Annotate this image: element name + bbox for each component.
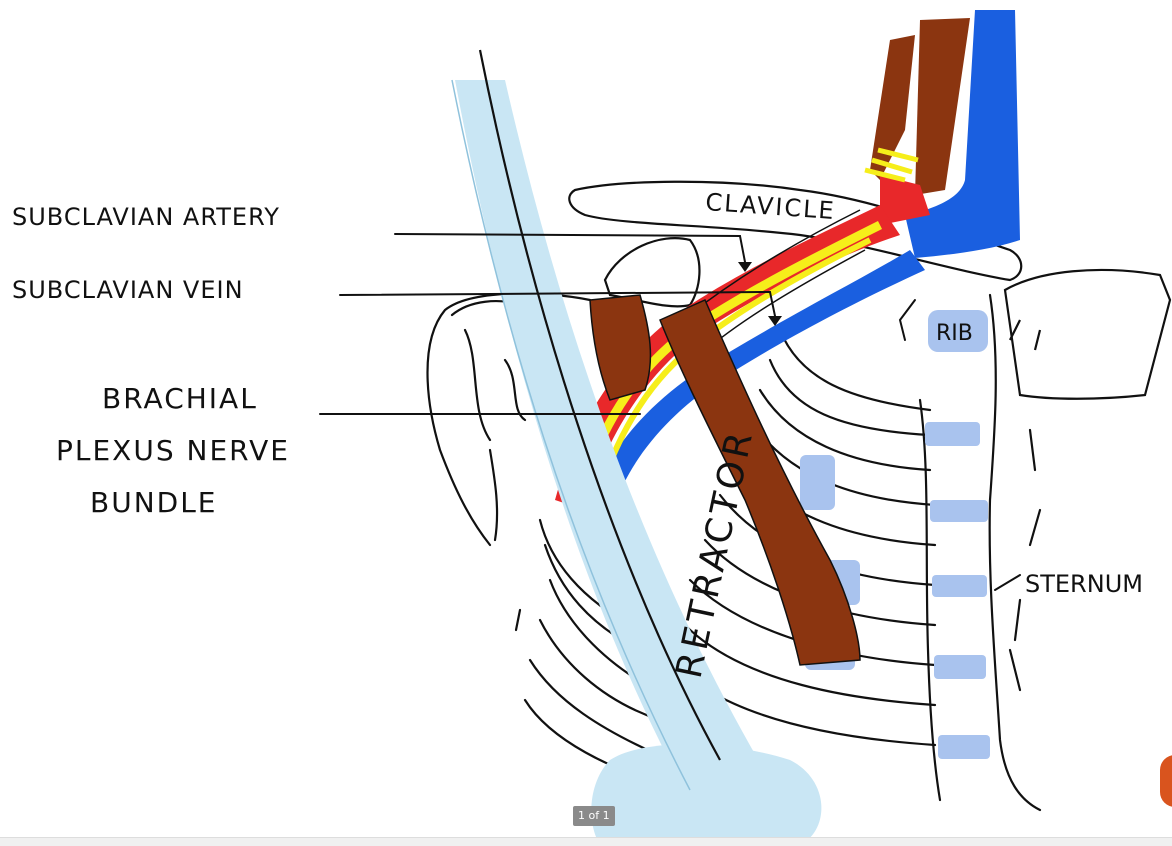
- subclavian-artery-label: SUBCLAVIAN ARTERY: [12, 203, 280, 231]
- scalene-muscle: [870, 18, 970, 195]
- rib-label: RIB: [936, 321, 973, 346]
- sternum-arrow: [995, 575, 1020, 590]
- rib-arrow: [900, 300, 915, 340]
- shoulder-block: [1005, 270, 1170, 399]
- page-indicator: 1 of 1: [573, 806, 615, 826]
- brachial-label-line1: BRACHIAL: [102, 382, 258, 415]
- sternum-label: STERNUM: [1025, 570, 1143, 598]
- brachial-label-line3: BUNDLE: [90, 486, 218, 519]
- brachial-label-line2: PLEXUS NERVE: [56, 434, 290, 467]
- subclavian-vein-label: SUBCLAVIAN VEIN: [12, 276, 244, 304]
- retractor-label: RETRACTOR: [669, 425, 762, 682]
- corner-indicator-dot: [1160, 755, 1172, 807]
- coracoid-process: [605, 238, 699, 306]
